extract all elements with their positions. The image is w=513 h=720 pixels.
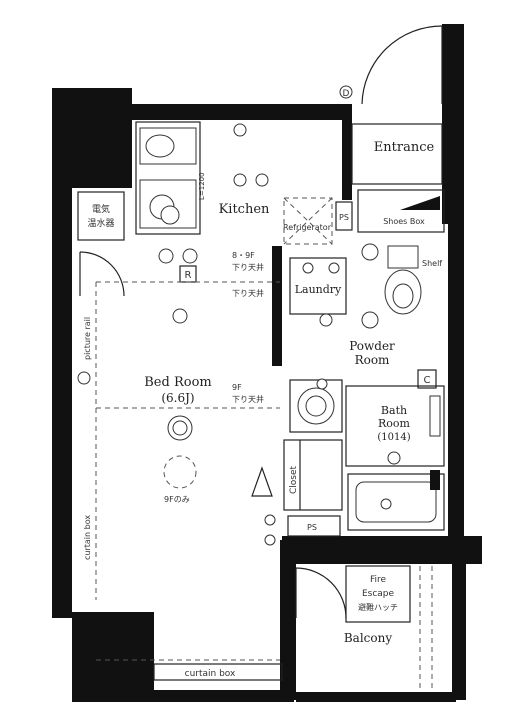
bed-room-size: (6.6J) — [161, 391, 194, 405]
kitchen-label: Kitchen — [219, 202, 270, 217]
shoes-box-label: Shoes Box — [383, 217, 425, 226]
ceiling-note-1a: 8・9F — [232, 251, 255, 260]
bed-room-label: Bed Room — [144, 375, 211, 390]
marker-r: R — [185, 270, 192, 281]
bedroom-door-area — [251, 466, 276, 546]
refrigerator — [283, 197, 333, 245]
ps-top-label: PS — [339, 213, 349, 222]
fire-escape-label-1: Fire — [370, 575, 387, 585]
water-heater-label-1: 電気 — [92, 203, 110, 215]
picture-rail-label: picture rail — [83, 317, 92, 360]
laundry-label: Laundry — [295, 283, 342, 296]
ps-bottom-label: PS — [307, 523, 317, 532]
ps-bottom — [287, 515, 341, 537]
marker-d: D — [343, 89, 350, 99]
curtain-box-left-label: curtain box — [83, 515, 92, 560]
ceiling-note-3b: 下り天井 — [232, 394, 264, 404]
wash-basin — [289, 378, 343, 433]
kitchen-dimension: L=1200 — [198, 172, 206, 200]
bath-room-label-2: Room — [378, 417, 411, 430]
closet: Closet — [283, 439, 343, 511]
entrance-door: D — [339, 25, 443, 105]
shelf-label: Shelf — [422, 259, 442, 268]
refrigerator-label: Refrigerator — [283, 223, 332, 232]
walls — [52, 24, 482, 702]
closet-label: Closet — [289, 465, 299, 494]
curtain-box-bottom — [153, 663, 283, 681]
toilet — [361, 243, 422, 315]
fire-escape-label-3: 避難ハッチ — [358, 602, 398, 612]
fire-escape-label-2: Escape — [362, 589, 395, 599]
kitchen: L=1200 — [135, 121, 269, 235]
bed-room — [77, 251, 280, 661]
powder-room-label-2: Room — [355, 353, 390, 367]
bed-room-light-top-2 — [182, 248, 198, 264]
entrance-label: Entrance — [374, 140, 435, 155]
marker-c: C — [424, 375, 431, 386]
powder-room-label-1: Powder — [349, 339, 395, 353]
powder-room-light — [361, 311, 379, 329]
curtain-box-bottom-label: curtain box — [185, 669, 236, 679]
ceiling-note-3a: 9F — [232, 383, 242, 392]
balcony — [295, 565, 433, 690]
balcony-label: Balcony — [344, 631, 392, 645]
laundry: Laundry — [289, 257, 347, 327]
ceiling-note-2: 下り天井 — [232, 288, 264, 298]
shoes-box: Shoes Box — [357, 189, 445, 233]
ceiling-note-1b: 下り天井 — [232, 262, 264, 272]
bed-room-light-top-1 — [158, 248, 174, 264]
bath-room: C — [345, 369, 445, 531]
water-heater-label-2: 温水器 — [87, 217, 114, 229]
entrance-area — [351, 123, 443, 185]
water-heater: 電気 温水器 — [77, 191, 125, 241]
bath-room-size: (1014) — [377, 432, 410, 443]
bath-room-label-1: Bath — [381, 404, 407, 417]
floor-note: 9Fのみ — [164, 495, 190, 504]
ps-top — [335, 201, 353, 231]
